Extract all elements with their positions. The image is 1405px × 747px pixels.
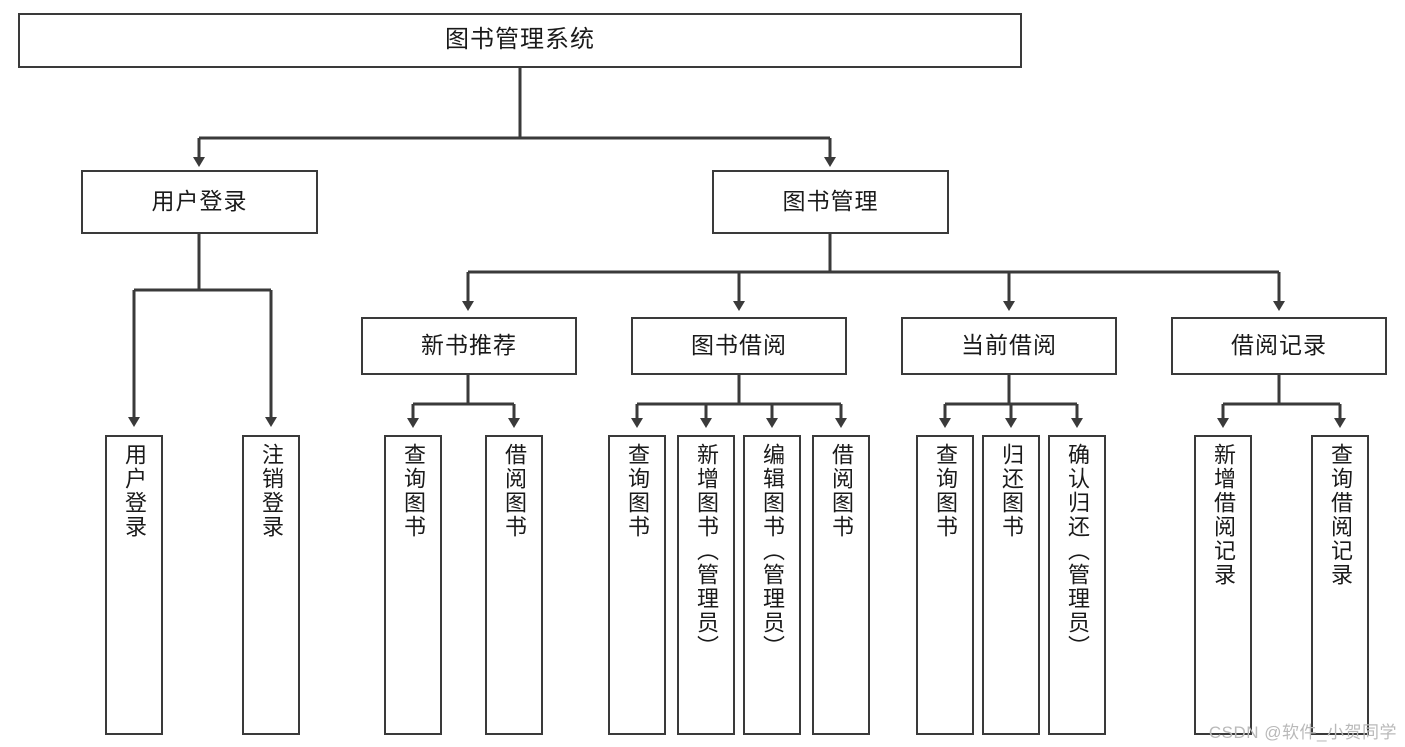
node-label: 图书借阅 [691,332,787,359]
leaf-add-borrow-record[interactable]: 新增借阅记录 [1194,435,1252,735]
node-new-book-recommend[interactable]: 新书推荐 [361,317,577,375]
node-label: 当前借阅 [961,332,1057,359]
node-borrow-record[interactable]: 借阅记录 [1171,317,1387,375]
node-label: 图书管理系统 [445,26,595,54]
node-book-management[interactable]: 图书管理 [712,170,949,234]
node-label: 查询图书 [625,443,650,539]
leaf-query-book-borrow[interactable]: 查询图书 [608,435,666,735]
node-label: 新书推荐 [421,332,517,359]
node-label: 查询图书 [401,443,426,539]
node-label: 借阅记录 [1231,332,1327,359]
leaf-return-book[interactable]: 归还图书 [982,435,1040,735]
leaf-borrow-book-new[interactable]: 借阅图书 [485,435,543,735]
node-label: 用户登录 [151,188,248,215]
csdn-watermark: CSDN @软件_小贺同学 [1208,723,1397,742]
leaf-query-book-new[interactable]: 查询图书 [384,435,442,735]
node-label: 编辑图书（管理员） [760,443,785,659]
node-label: 归还图书 [999,443,1024,539]
node-label: 新增借阅记录 [1211,443,1236,587]
leaf-query-borrow-record[interactable]: 查询借阅记录 [1311,435,1369,735]
leaf-logout[interactable]: 注销登录 [242,435,300,735]
leaf-borrow-book[interactable]: 借阅图书 [812,435,870,735]
node-label: 借阅图书 [829,443,854,539]
node-current-borrow[interactable]: 当前借阅 [901,317,1117,375]
node-label: 新增图书（管理员） [694,443,719,659]
leaf-edit-book-admin[interactable]: 编辑图书（管理员） [743,435,801,735]
node-book-borrow[interactable]: 图书借阅 [631,317,847,375]
node-label: 注销登录 [259,443,284,539]
node-label: 图书管理 [782,188,879,215]
node-label: 确认归还（管理员） [1065,443,1090,659]
node-user-login[interactable]: 用户登录 [81,170,318,234]
node-label: 查询借阅记录 [1328,443,1353,587]
leaf-confirm-return-admin[interactable]: 确认归还（管理员） [1048,435,1106,735]
node-label: 用户登录 [122,443,147,539]
leaf-user-login[interactable]: 用户登录 [105,435,163,735]
node-label: 借阅图书 [502,443,527,539]
leaf-query-book-current[interactable]: 查询图书 [916,435,974,735]
node-label: 查询图书 [933,443,958,539]
node-root-system[interactable]: 图书管理系统 [18,13,1022,68]
leaf-add-book-admin[interactable]: 新增图书（管理员） [677,435,735,735]
